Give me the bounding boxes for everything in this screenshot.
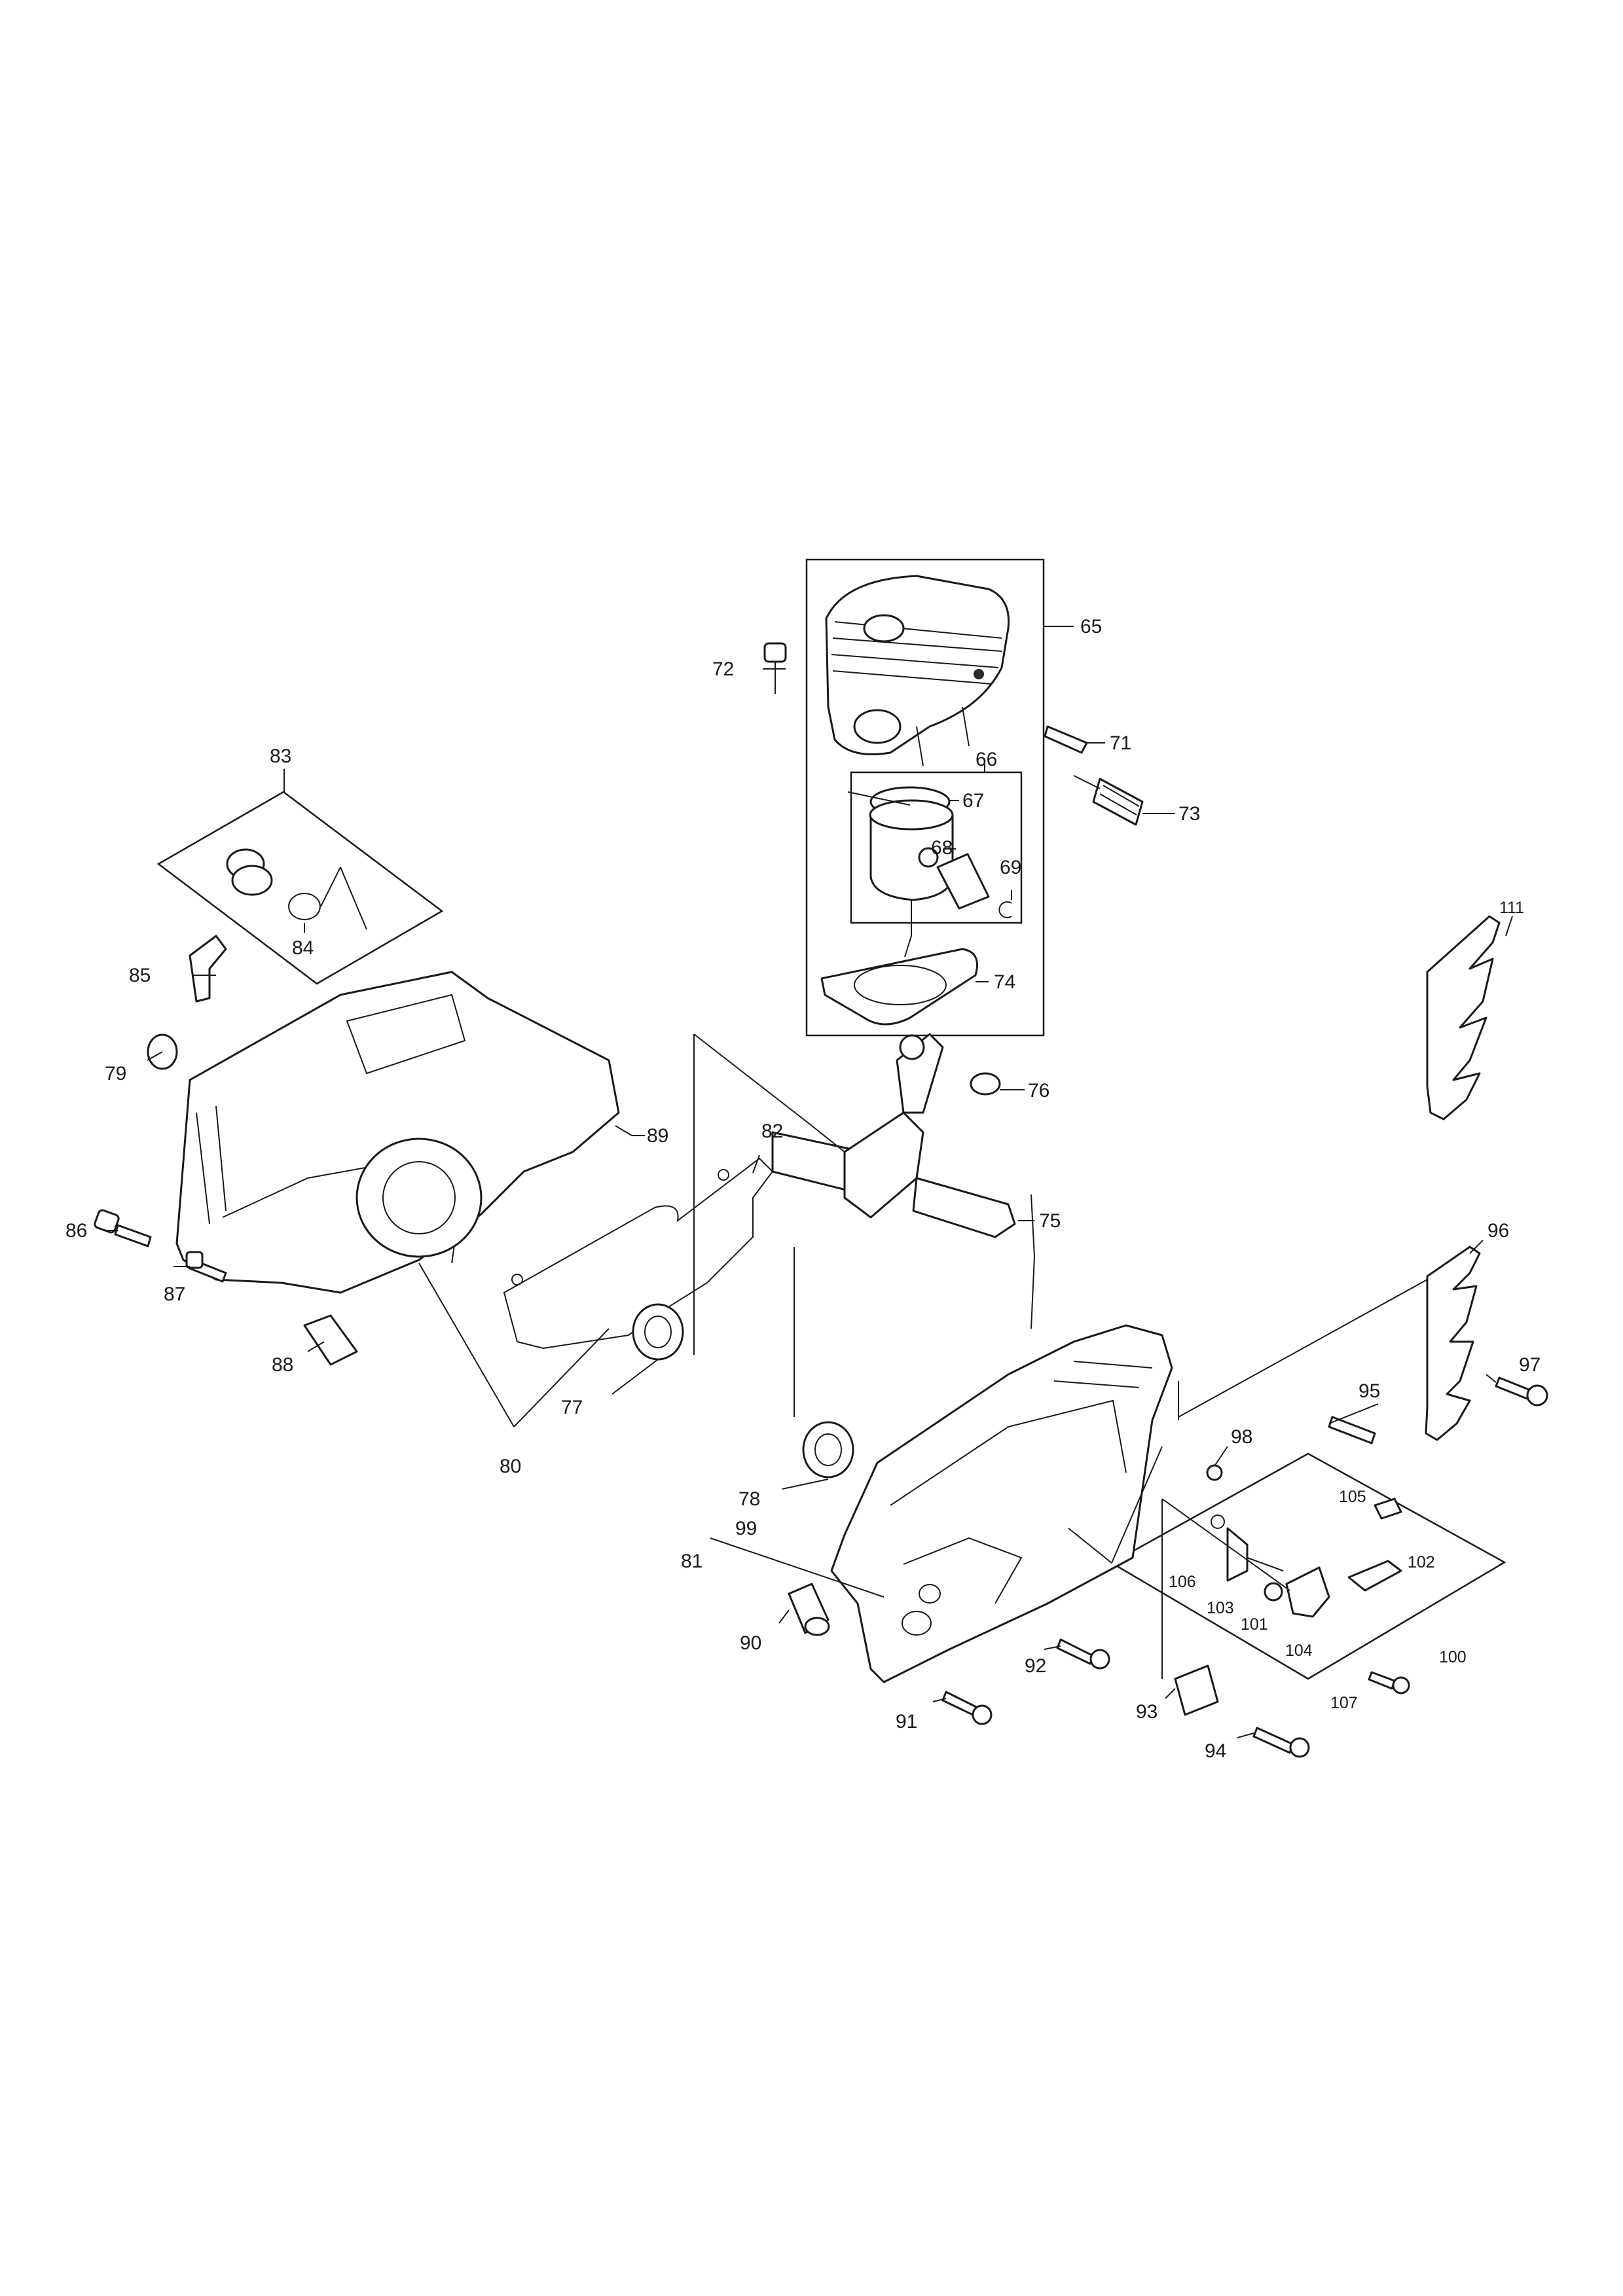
bracket-93 bbox=[1174, 1664, 1219, 1716]
callout-89: 89 bbox=[647, 1125, 668, 1147]
callout-103: 103 bbox=[1207, 1599, 1234, 1617]
oil-pump-group-frame bbox=[1110, 1452, 1506, 1680]
callout-81: 81 bbox=[681, 1551, 702, 1572]
screw-107 bbox=[1368, 1671, 1410, 1695]
screw-91 bbox=[941, 1691, 993, 1725]
bolt-87 bbox=[185, 1251, 227, 1283]
bumper-spike-96 bbox=[1425, 1246, 1481, 1441]
oil-cap-group-frame bbox=[156, 791, 444, 985]
callout-87: 87 bbox=[164, 1283, 185, 1305]
oil-seal-77 bbox=[632, 1303, 684, 1361]
oil-cap-part bbox=[226, 848, 273, 896]
callout-82: 82 bbox=[761, 1121, 783, 1142]
callout-100: 100 bbox=[1439, 1648, 1467, 1666]
callout-96: 96 bbox=[1487, 1220, 1509, 1242]
left-crankcase-part bbox=[175, 971, 620, 1294]
cylinder-part bbox=[825, 575, 1010, 766]
callout-79: 79 bbox=[105, 1063, 126, 1085]
piston-pin-part bbox=[936, 853, 990, 910]
pump-bolt-101 bbox=[1264, 1582, 1283, 1602]
callout-labels: 65 66 67 68 69 71 72 73 74 75 76 77 78 7… bbox=[65, 616, 1541, 1762]
callout-66: 66 bbox=[976, 749, 997, 770]
spark-plug-71 bbox=[1044, 725, 1088, 754]
screw-97 bbox=[1495, 1376, 1548, 1407]
callout-88: 88 bbox=[272, 1354, 293, 1376]
lever-102 bbox=[1347, 1560, 1402, 1592]
callout-73: 73 bbox=[1178, 803, 1200, 825]
callout-85: 85 bbox=[129, 965, 151, 986]
callout-91: 91 bbox=[896, 1711, 917, 1732]
screw-92 bbox=[1056, 1638, 1110, 1670]
cylinder-group-frame bbox=[805, 558, 1045, 1037]
bolt-86 bbox=[94, 1209, 152, 1247]
circlip-part bbox=[998, 901, 1012, 918]
nut-98 bbox=[1206, 1464, 1223, 1481]
callout-72: 72 bbox=[712, 658, 734, 680]
callout-101: 101 bbox=[1241, 1615, 1268, 1634]
callout-77: 77 bbox=[561, 1397, 583, 1418]
screw-72 bbox=[763, 642, 787, 694]
screw-94 bbox=[1252, 1727, 1310, 1758]
callout-111: 111 bbox=[1499, 899, 1524, 917]
cylinder-gasket-part bbox=[820, 948, 978, 1026]
callout-95: 95 bbox=[1359, 1380, 1380, 1402]
callout-65: 65 bbox=[1080, 616, 1102, 637]
callout-106: 106 bbox=[1169, 1573, 1196, 1591]
callout-107: 107 bbox=[1330, 1694, 1358, 1712]
needle-bearing-76 bbox=[970, 1072, 1001, 1096]
clip-85 bbox=[189, 935, 227, 1003]
callout-80: 80 bbox=[500, 1456, 521, 1477]
buffer-88 bbox=[303, 1314, 358, 1366]
bumper-spike-111 bbox=[1426, 915, 1501, 1121]
callout-105: 105 bbox=[1339, 1488, 1366, 1506]
callout-68: 68 bbox=[931, 837, 953, 859]
pin-89 bbox=[615, 1125, 632, 1136]
callout-94: 94 bbox=[1205, 1740, 1226, 1762]
callout-104: 104 bbox=[1285, 1641, 1313, 1660]
callout-74: 74 bbox=[994, 971, 1015, 993]
callout-98: 98 bbox=[1231, 1426, 1252, 1448]
callout-99: 99 bbox=[735, 1518, 757, 1539]
callout-86: 86 bbox=[65, 1220, 87, 1242]
ring-106 bbox=[1211, 1515, 1225, 1529]
worm-gear-103 bbox=[1226, 1527, 1284, 1582]
right-crankcase-part bbox=[830, 1324, 1173, 1683]
buffer-90 bbox=[788, 1583, 830, 1636]
callout-84: 84 bbox=[292, 937, 314, 959]
callout-78: 78 bbox=[739, 1488, 760, 1510]
callout-90: 90 bbox=[740, 1632, 761, 1654]
pump-body-104 bbox=[1285, 1566, 1330, 1618]
callout-92: 92 bbox=[1025, 1655, 1046, 1677]
callout-75: 75 bbox=[1039, 1210, 1061, 1232]
callout-69: 69 bbox=[1000, 857, 1021, 878]
decompression-valve-73 bbox=[1073, 775, 1144, 826]
callout-67: 67 bbox=[962, 790, 984, 812]
leader-lines bbox=[105, 626, 1513, 1738]
callout-76: 76 bbox=[1028, 1080, 1049, 1102]
bearing-78 bbox=[802, 1421, 854, 1479]
crankshaft-part bbox=[771, 1033, 1016, 1238]
callout-102: 102 bbox=[1408, 1553, 1435, 1571]
piston-group-frame bbox=[850, 771, 1023, 924]
oring-84 bbox=[288, 867, 367, 930]
callout-83: 83 bbox=[270, 745, 291, 767]
callout-97: 97 bbox=[1519, 1354, 1541, 1376]
seal-105 bbox=[1374, 1498, 1402, 1520]
callout-93: 93 bbox=[1136, 1701, 1158, 1723]
callout-71: 71 bbox=[1110, 732, 1131, 754]
